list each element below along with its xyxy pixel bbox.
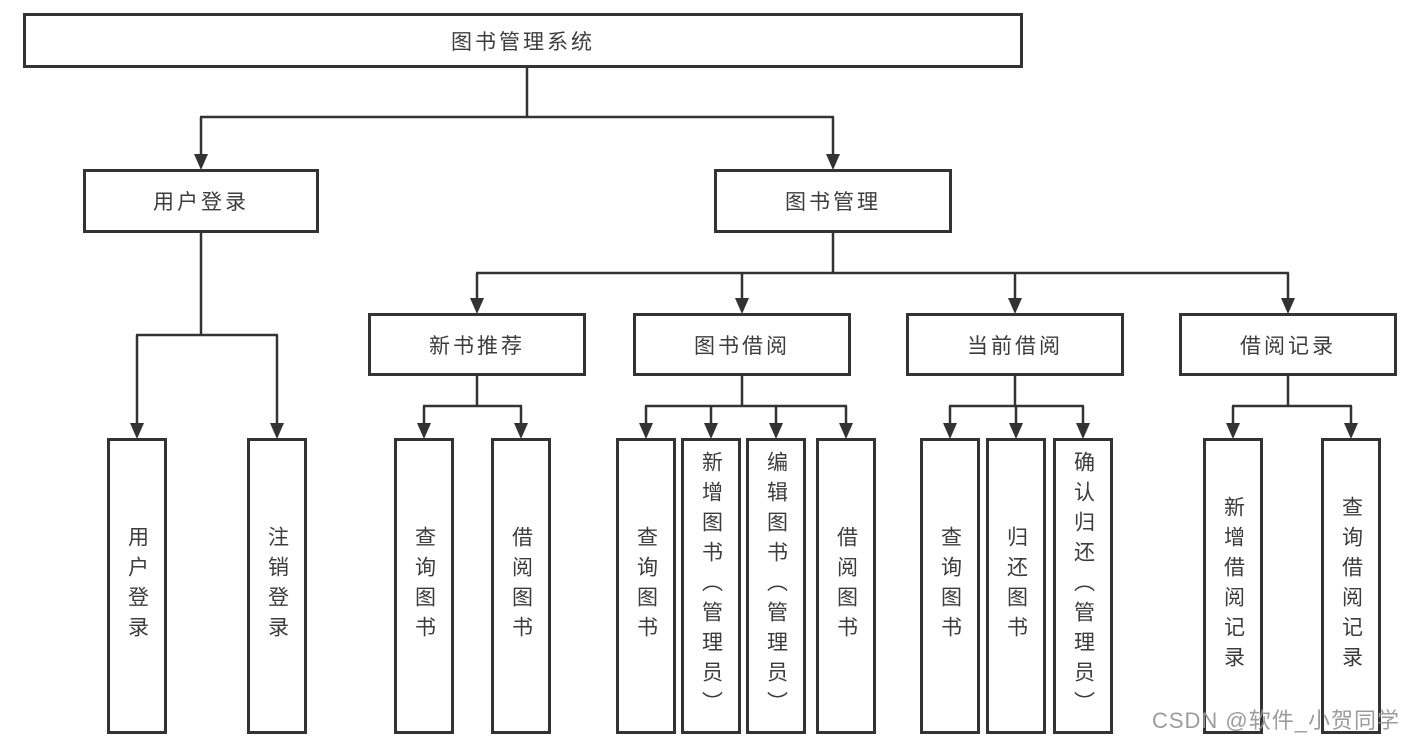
leaf-add-book-admin: 新增图书（管理员） <box>681 438 741 734</box>
leaf-return-book: 归还图书 <box>986 438 1046 734</box>
leaf-query-books-borrowing-label: 查询图书 <box>634 526 658 646</box>
leaf-return-book-label: 归还图书 <box>1004 526 1028 646</box>
leaf-query-books-borrowing: 查询图书 <box>616 438 676 734</box>
leaf-add-borrow-record-label: 新增借阅记录 <box>1221 496 1245 676</box>
node-book-borrowing: 图书借阅 <box>633 313 851 376</box>
node-library-system: 图书管理系统 <box>23 13 1023 68</box>
leaf-borrow-books-recommend: 借阅图书 <box>491 438 551 734</box>
leaf-user-login-label: 用户登录 <box>125 526 149 646</box>
leaf-query-borrow-record-label: 查询借阅记录 <box>1339 496 1363 676</box>
leaf-confirm-return-admin-label: 确认归还（管理员） <box>1071 451 1095 721</box>
leaf-user-login: 用户登录 <box>107 438 167 734</box>
leaf-edit-book-admin-label: 编辑图书（管理员） <box>764 451 788 721</box>
leaf-query-borrow-record: 查询借阅记录 <box>1321 438 1381 734</box>
node-library-system-label: 图书管理系统 <box>451 30 595 54</box>
leaf-logout: 注销登录 <box>247 438 307 734</box>
node-borrowing-records: 借阅记录 <box>1179 313 1397 376</box>
leaf-borrow-books: 借阅图书 <box>816 438 876 734</box>
node-book-management-label: 图书管理 <box>785 191 881 214</box>
leaf-borrow-books-recommend-label: 借阅图书 <box>509 526 533 646</box>
leaf-add-borrow-record: 新增借阅记录 <box>1203 438 1263 734</box>
csdn-watermark: CSDN @软件_小贺同学 <box>1151 708 1400 733</box>
leaf-confirm-return-admin: 确认归还（管理员） <box>1053 438 1113 734</box>
leaf-edit-book-admin: 编辑图书（管理员） <box>746 438 806 734</box>
leaf-query-books-current: 查询图书 <box>920 438 980 734</box>
node-borrowing-records-label: 借阅记录 <box>1240 334 1336 358</box>
leaf-query-books-current-label: 查询图书 <box>938 526 962 646</box>
node-new-book-recommend: 新书推荐 <box>368 313 586 376</box>
node-user-login: 用户登录 <box>83 169 319 233</box>
node-current-borrowing: 当前借阅 <box>906 313 1124 376</box>
leaf-query-books-recommend: 查询图书 <box>394 438 454 734</box>
node-book-borrowing-label: 图书借阅 <box>694 334 790 358</box>
node-current-borrowing-label: 当前借阅 <box>967 334 1063 358</box>
node-new-book-recommend-label: 新书推荐 <box>429 334 525 358</box>
leaf-query-books-recommend-label: 查询图书 <box>412 526 436 646</box>
leaf-add-book-admin-label: 新增图书（管理员） <box>699 451 723 721</box>
leaf-logout-label: 注销登录 <box>265 526 289 646</box>
node-user-login-label: 用户登录 <box>153 191 249 214</box>
leaf-borrow-books-label: 借阅图书 <box>834 526 858 646</box>
node-book-management: 图书管理 <box>714 169 952 233</box>
